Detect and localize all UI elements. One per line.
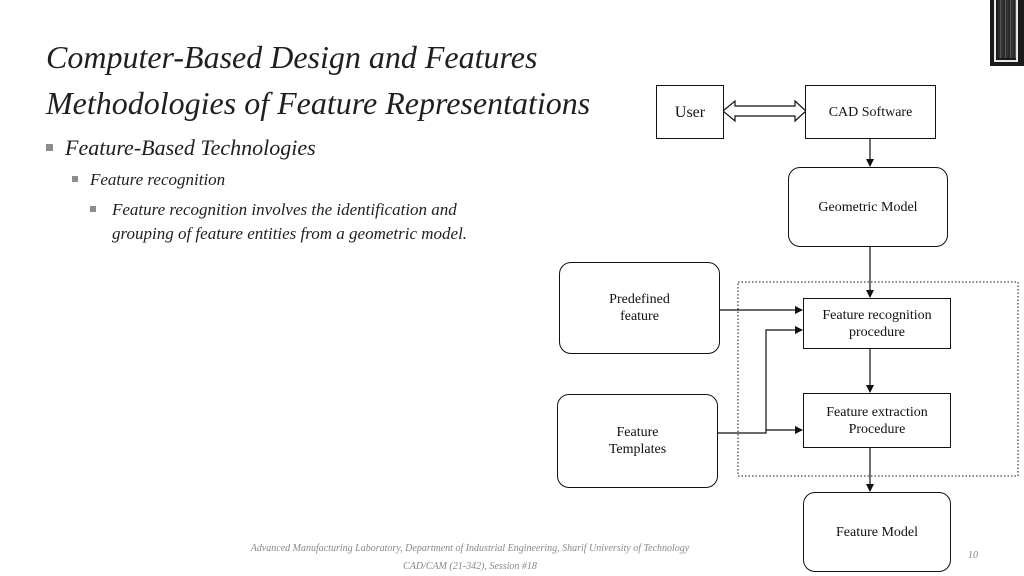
- double-arrow-user-cad: [722, 99, 807, 123]
- bullet-text-line-1: Feature recognition involves the identif…: [112, 200, 457, 219]
- feature-templates-label-2: Templates: [608, 442, 667, 457]
- bullet-text: Feature-Based Technologies: [65, 135, 316, 160]
- bullet-marker: [90, 206, 96, 212]
- geometric-model-label: Geometric Model: [818, 199, 918, 215]
- slide-title: Computer-Based Design and Features Metho…: [46, 34, 666, 126]
- bullet-level-3: Feature recognition involves the identif…: [90, 198, 540, 246]
- feature-extraction-box: Feature extraction Procedure: [803, 393, 951, 448]
- feature-templates-box: Feature Templates: [557, 394, 718, 488]
- feature-templates-label-1: Feature: [616, 425, 659, 440]
- bullet-text: Feature recognition: [90, 170, 226, 189]
- predefined-feature-label-1: Predefined: [609, 292, 670, 307]
- decoration-stripes: [998, 0, 1016, 58]
- user-label: User: [674, 103, 706, 121]
- footer-course: CAD/CAM (21-342), Session #18: [403, 561, 537, 572]
- feature-recognition-label-1: Feature recognition: [822, 307, 932, 323]
- cad-software-box: CAD Software: [805, 85, 936, 139]
- predefined-feature-label-2: feature: [620, 309, 659, 324]
- feature-model-box: Feature Model: [803, 492, 951, 572]
- bullet-marker: [72, 176, 78, 182]
- feature-extraction-label-1: Feature extraction: [826, 404, 928, 420]
- user-box: User: [656, 85, 724, 139]
- page-number: 10: [968, 550, 978, 561]
- feature-extraction-label-2: Procedure: [848, 421, 906, 437]
- decoration-frame: [994, 0, 1018, 62]
- title-line-2: Methodologies of Feature Representations: [46, 85, 591, 121]
- feature-recognition-label-2: procedure: [849, 324, 905, 340]
- dotted-boundary: [737, 281, 1019, 477]
- bullet-level-1: Feature-Based Technologies: [46, 135, 316, 161]
- title-line-1: Computer-Based Design and Features: [46, 39, 538, 75]
- corner-decoration: [990, 0, 1024, 66]
- feature-model-label: Feature Model: [835, 524, 919, 540]
- feature-recognition-box: Feature recognition procedure: [803, 298, 951, 349]
- arrow-templates-to-recognition: [718, 326, 803, 434]
- cad-software-label: CAD Software: [828, 104, 913, 120]
- bullet-text-line-2: grouping of feature entities from a geom…: [112, 224, 468, 243]
- predefined-feature-box: Predefined feature: [559, 262, 720, 354]
- bullet-marker: [46, 144, 53, 151]
- bullet-level-2: Feature recognition: [72, 170, 225, 190]
- geometric-model-box: Geometric Model: [788, 167, 948, 247]
- footer-affiliation: Advanced Manufacturing Laboratory, Depar…: [250, 543, 690, 554]
